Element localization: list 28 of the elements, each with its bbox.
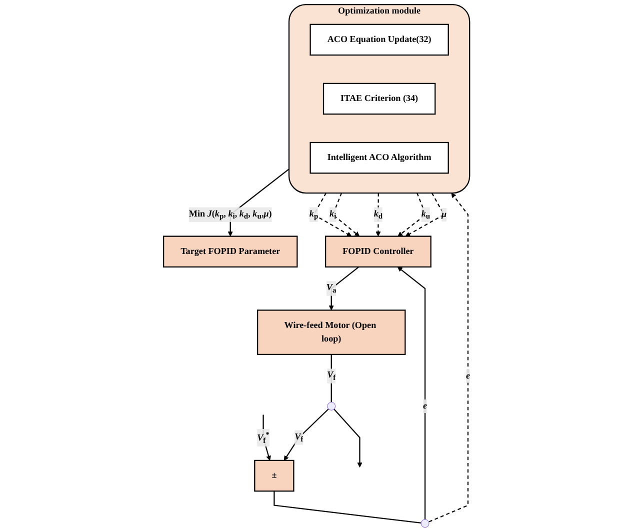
edge-label: e [466,370,470,381]
arrow [376,193,381,236]
edge-label: μ [442,210,447,220]
edge-label: e [423,401,428,411]
node-box: FOPID Controller [325,236,432,268]
arrow [398,266,426,520]
edge-label: Min J(k$_{p}$, k$_{i}$, k$_{d}$, k$_{u}$,μ) [189,208,272,220]
arrow [329,266,360,310]
connector [331,354,332,402]
edge-label: k$_{p}$ [310,208,318,220]
node-circle [421,519,430,528]
node-box: Target FOPID Parameter [163,236,298,268]
edge-label: k$_{u}$ [422,208,430,220]
node-circle [327,402,336,410]
node-box: ITAE Criterion (34) [323,82,436,115]
edge-label: k$_{i}$ [330,208,336,220]
edge-label: V$_{f}$ [294,432,304,444]
arrow [429,192,469,522]
edge-label: V$_{a}$ [326,282,336,294]
arrow [284,408,330,461]
node-box: Intelligent ACO Algorithm [310,142,450,174]
node-box: ± [254,460,294,492]
edge-label: k$_{d}$ [374,208,383,220]
connector [274,491,422,524]
node-box: Wire-feed Motor (Open loop) [257,310,406,356]
node-box: ACO Equation Update(32) [310,24,450,56]
edge-label: V$_{f}$ [327,370,336,382]
arrow [334,408,362,468]
